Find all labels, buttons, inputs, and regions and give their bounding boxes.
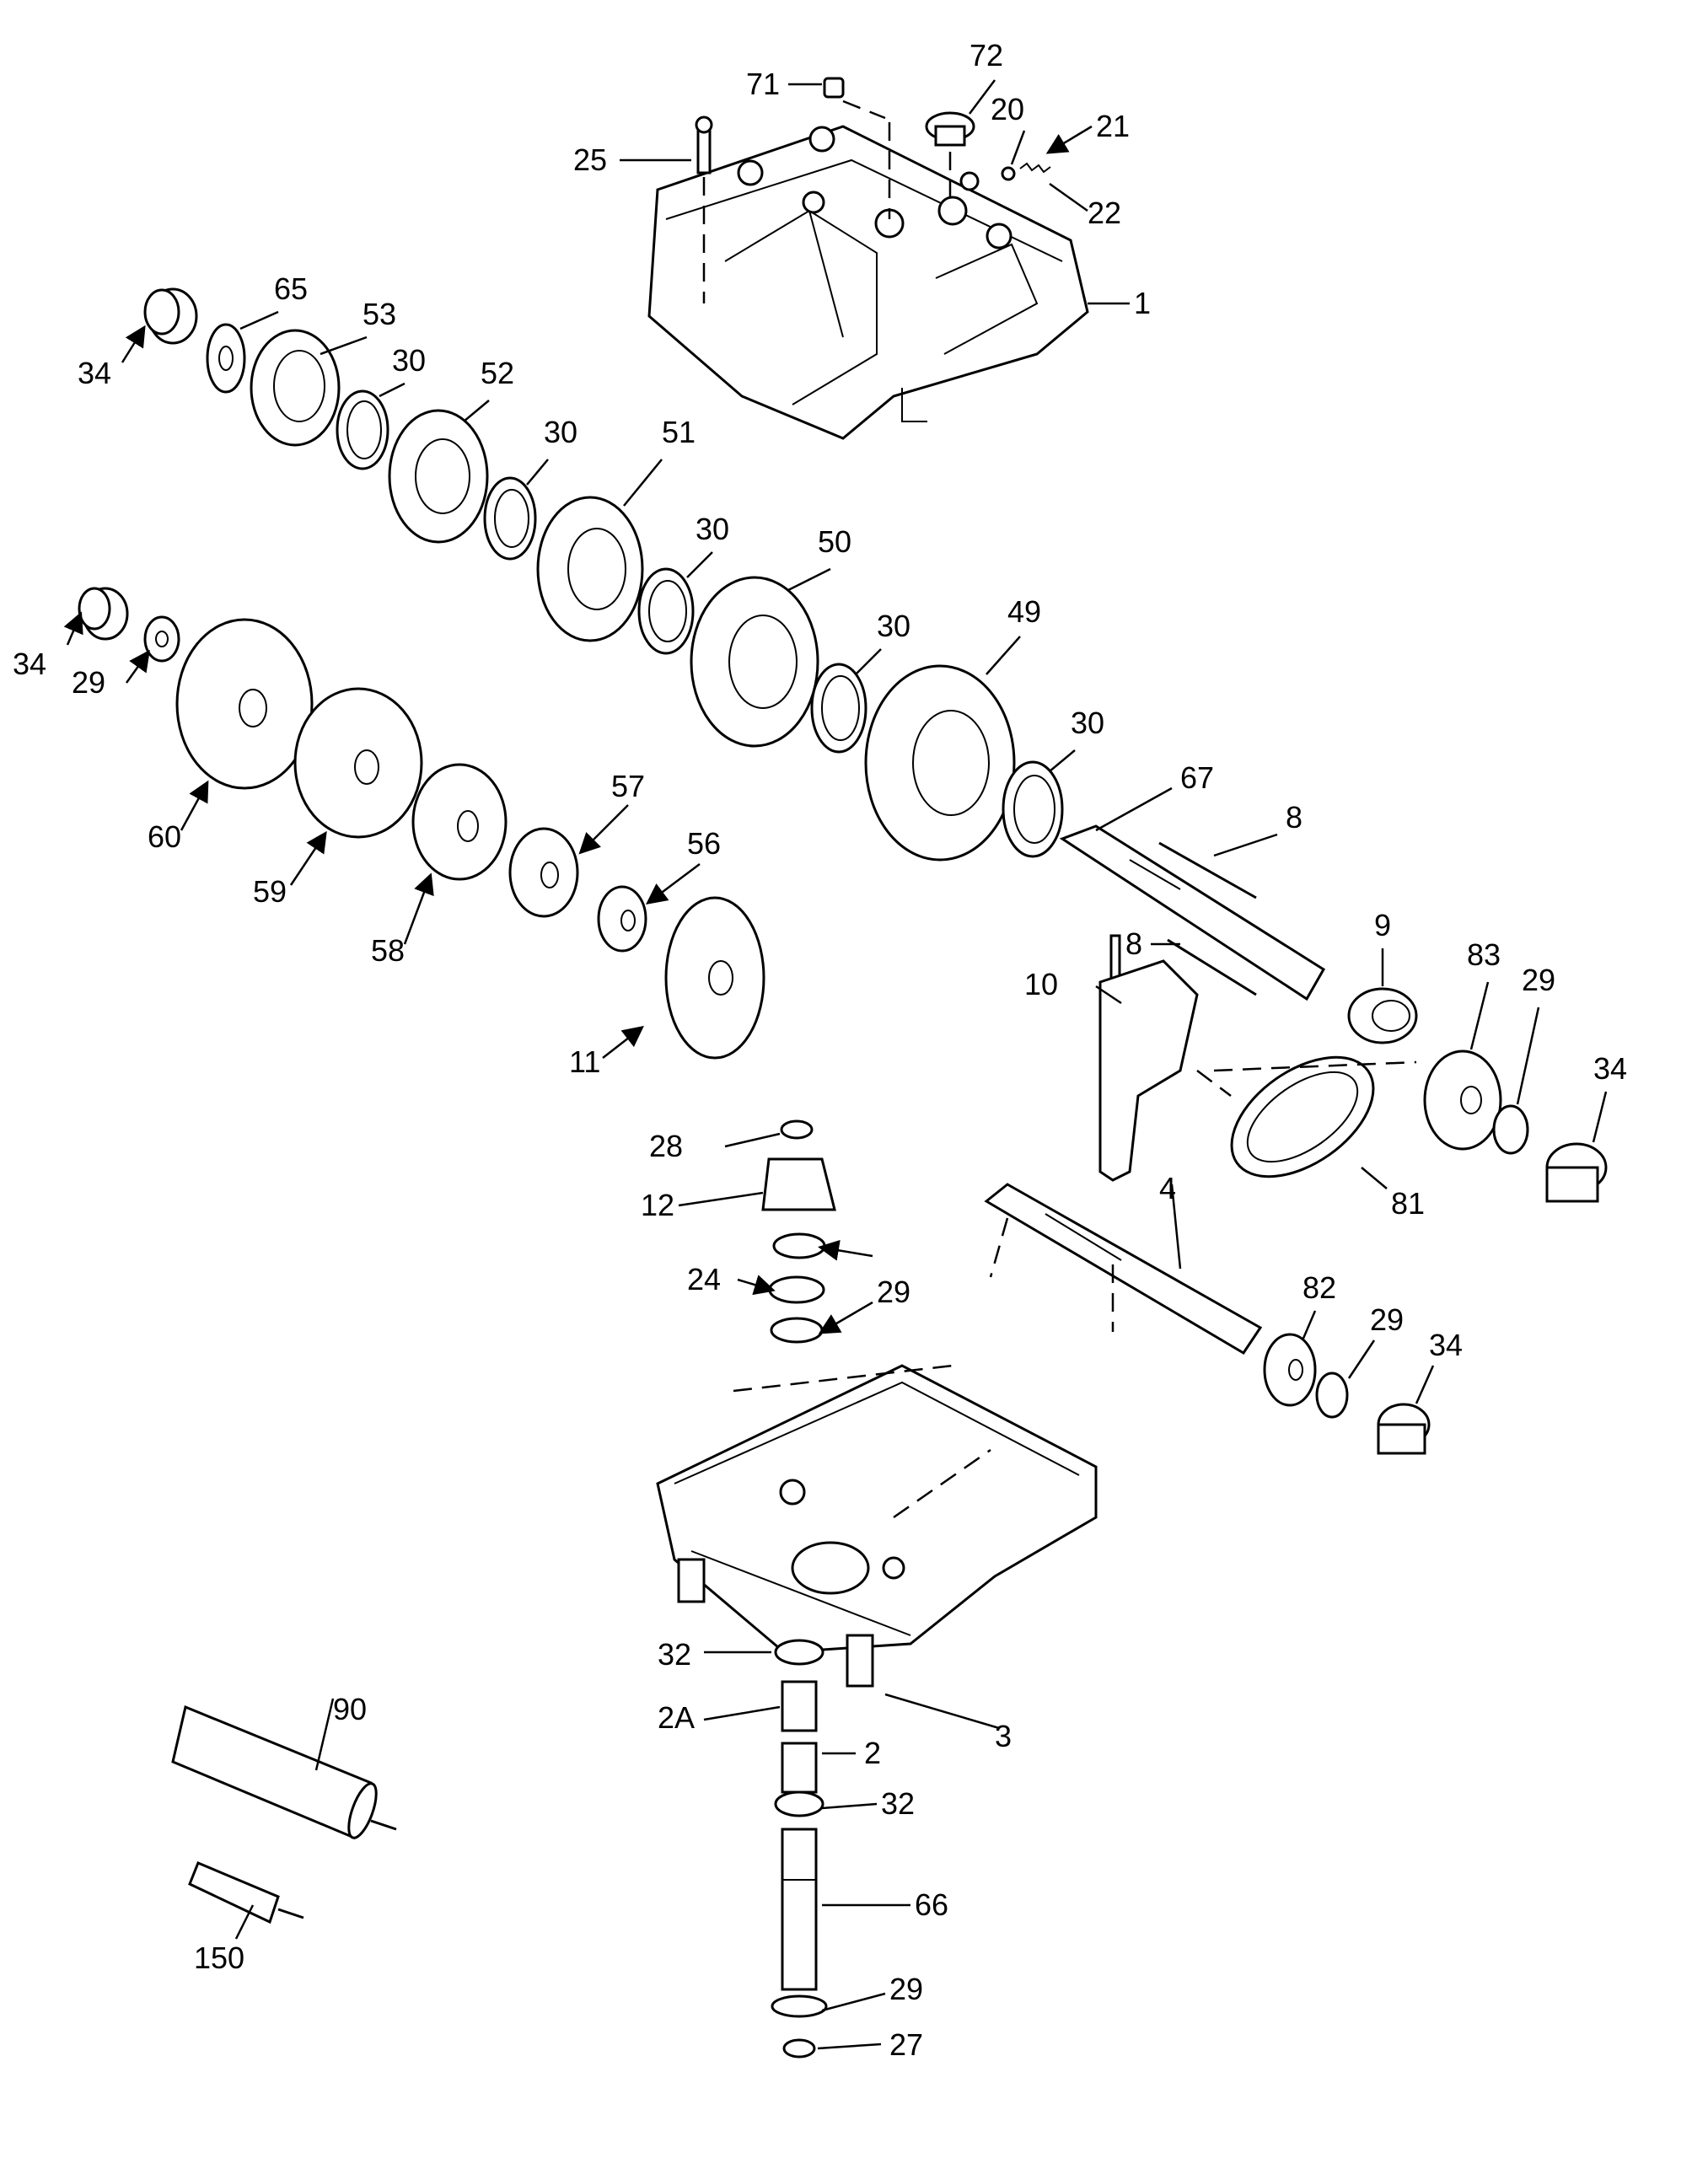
label-27: 27 <box>889 2027 923 2062</box>
label-1: 1 <box>1134 286 1151 320</box>
label-3: 3 <box>995 1719 1012 1753</box>
upper-gear-row <box>143 287 1064 862</box>
label-53: 53 <box>363 297 396 331</box>
label-57: 57 <box>611 769 645 803</box>
lower-right-parts <box>1263 1333 1431 1455</box>
label-72: 72 <box>969 38 1003 72</box>
label-8-b: 8 <box>1125 926 1142 961</box>
label-67: 67 <box>1180 760 1214 795</box>
label-30-a: 30 <box>392 343 426 378</box>
label-28: 28 <box>649 1129 683 1163</box>
label-65: 65 <box>274 271 308 306</box>
label-29-b: 29 <box>72 665 105 700</box>
pinion-stack <box>761 1119 836 1344</box>
label-34-c: 34 <box>13 647 46 681</box>
label-9: 9 <box>1374 908 1391 942</box>
label-22: 22 <box>1088 196 1121 230</box>
sealant-tube <box>188 1861 304 1924</box>
sealant-cartridge <box>171 1704 397 1840</box>
leader-lines <box>63 79 1608 2050</box>
label-60: 60 <box>148 819 181 854</box>
label-30-c: 30 <box>696 512 729 546</box>
label-4: 4 <box>1159 1171 1176 1205</box>
label-29-d: 29 <box>1370 1302 1404 1337</box>
label-81: 81 <box>1391 1186 1425 1221</box>
label-150: 150 <box>194 1941 244 1975</box>
label-21: 21 <box>1096 109 1130 143</box>
label-29-a: 29 <box>1522 963 1555 997</box>
label-30-b: 30 <box>544 415 577 449</box>
label-24: 24 <box>687 1262 721 1296</box>
label-2: 2 <box>864 1736 881 1770</box>
label-25: 25 <box>573 142 607 177</box>
label-59: 59 <box>253 874 287 909</box>
cap-part <box>925 111 975 198</box>
label-32-a: 32 <box>658 1637 691 1672</box>
label-20: 20 <box>991 92 1024 126</box>
label-12: 12 <box>641 1188 674 1222</box>
label-58: 58 <box>371 933 405 968</box>
label-66: 66 <box>915 1887 948 1922</box>
label-10: 10 <box>1024 967 1058 1001</box>
label-30-e: 30 <box>1071 706 1104 740</box>
label-52: 52 <box>481 356 514 390</box>
label-29-e: 29 <box>889 1972 923 2006</box>
label-30-d: 30 <box>877 609 910 643</box>
bolt-part <box>695 115 713 303</box>
label-90: 90 <box>333 1692 367 1726</box>
part-labels: 1 25 71 72 20 21 22 34 65 53 30 52 30 51… <box>13 38 1627 2062</box>
shaft-part <box>1059 824 1326 1001</box>
label-56: 56 <box>687 826 721 861</box>
label-49: 49 <box>1007 594 1041 629</box>
label-83: 83 <box>1467 937 1501 972</box>
output-shaft <box>984 1183 1263 1355</box>
label-50: 50 <box>818 524 851 559</box>
housing-cover <box>647 125 1089 440</box>
label-2a: 2A <box>658 1700 695 1735</box>
label-34-d: 34 <box>1429 1328 1463 1362</box>
label-34-a: 34 <box>78 356 111 390</box>
plug-part <box>823 77 891 219</box>
label-51: 51 <box>662 415 696 449</box>
housing-case <box>656 1364 1098 1688</box>
lower-gear-row <box>78 587 765 1060</box>
label-8-a: 8 <box>1286 800 1302 835</box>
label-82: 82 <box>1302 1270 1336 1305</box>
label-32-b: 32 <box>881 1786 915 1821</box>
shift-assembly <box>1098 934 1608 1203</box>
label-71: 71 <box>746 67 780 101</box>
label-34-b: 34 <box>1593 1051 1627 1086</box>
spring-parts <box>1001 162 1051 181</box>
label-11: 11 <box>569 1044 600 1079</box>
lower-shaft-stack <box>771 1639 828 2059</box>
label-29-c: 29 <box>877 1275 910 1309</box>
